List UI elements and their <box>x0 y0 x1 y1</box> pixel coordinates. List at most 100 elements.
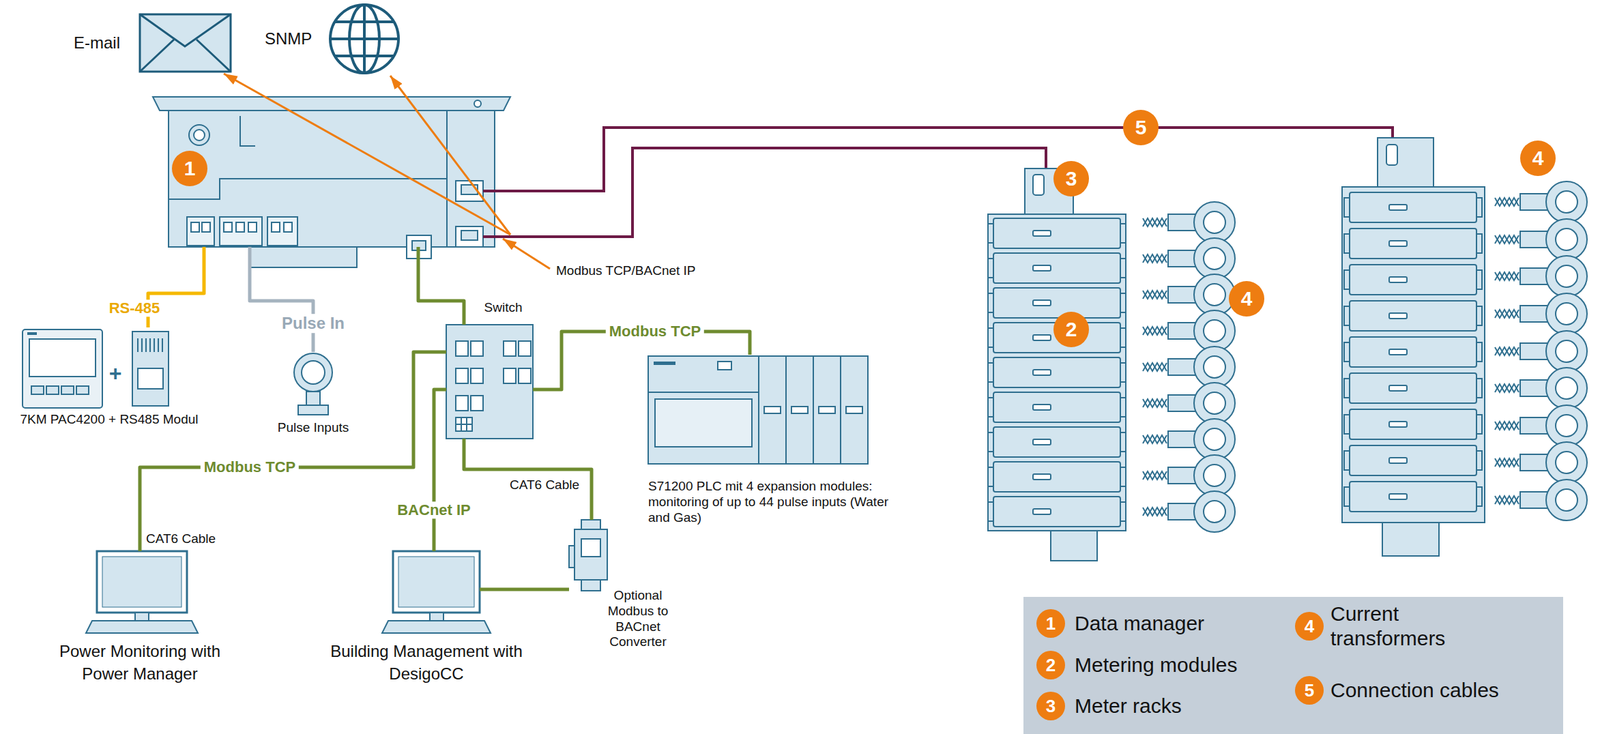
meter-rack <box>987 392 1126 423</box>
meter-rack <box>1344 409 1482 440</box>
pc-building-management <box>429 612 444 621</box>
plc <box>648 391 759 394</box>
connector-label: Modbus TCP <box>605 322 705 340</box>
plc <box>846 406 863 414</box>
current-transformers <box>1494 181 1588 521</box>
device-caption: S71200 PLC mit 4 expansion modules: moni… <box>648 478 894 526</box>
meter-rack <box>1344 481 1482 512</box>
network-switch <box>446 324 533 439</box>
pc-building-management <box>393 551 480 613</box>
legend-text: Current transformers <box>1330 601 1467 651</box>
meter-rack <box>1344 337 1482 368</box>
meter-rack <box>987 253 1126 284</box>
current-transformers <box>1494 442 1588 484</box>
meter-rack <box>987 214 1126 531</box>
meter-rack <box>987 168 1126 561</box>
leader-arrow <box>502 238 550 269</box>
pac4200-meter <box>27 332 37 336</box>
plc <box>648 356 868 464</box>
current-transformers <box>1494 293 1588 335</box>
meter-rack <box>1033 174 1044 196</box>
data-manager-housing <box>271 222 280 232</box>
meter-rack <box>1344 192 1482 223</box>
pulse-meter <box>294 353 333 392</box>
globe-icon <box>330 4 399 74</box>
plc <box>764 406 781 414</box>
pc-building-management <box>382 620 491 634</box>
callout-number: 2 <box>1053 311 1089 348</box>
data-manager-housing <box>267 216 298 246</box>
current-transformers <box>1494 219 1588 260</box>
plc <box>717 361 732 370</box>
pulse-meter <box>298 405 329 415</box>
connector <box>433 389 447 552</box>
connector <box>418 246 464 325</box>
pac4200-device: 7KM PAC4200 + RS485 Modul <box>20 327 172 410</box>
data-manager-housing <box>188 124 210 146</box>
data-manager-housing <box>236 222 245 232</box>
connector <box>532 331 750 390</box>
legend-text: Connection cables <box>1330 678 1500 703</box>
network-switch <box>455 368 469 384</box>
rs485-module <box>132 331 169 406</box>
network-switch <box>470 395 484 411</box>
plc <box>786 356 814 464</box>
pc-building-management <box>382 551 491 634</box>
meter-rack <box>1344 228 1482 259</box>
pc-power-monitoring <box>85 551 198 634</box>
current-transformers <box>1494 181 1588 223</box>
data-manager-housing <box>240 115 256 147</box>
current-transformers <box>1142 346 1235 388</box>
meter-rack <box>1342 186 1485 523</box>
meter-rack <box>1344 373 1482 404</box>
data-manager-housing <box>283 222 293 232</box>
icon-label: E-mail <box>73 33 132 54</box>
current-transformers <box>1142 201 1235 533</box>
network-switch <box>455 395 469 411</box>
connector <box>479 588 570 592</box>
connector-label: Modbus TCP <box>200 458 299 476</box>
meter-rack <box>987 287 1126 318</box>
network-switch <box>455 341 469 357</box>
legend-text: Metering modules <box>1074 652 1238 678</box>
bacnet-converter <box>581 539 601 557</box>
network-switch <box>470 341 484 357</box>
callout-number: 4 <box>1228 281 1265 317</box>
connector <box>223 73 511 235</box>
pac4200-meter <box>31 386 44 395</box>
data-manager-housing <box>223 222 232 232</box>
data-manager-housing <box>455 180 484 202</box>
data-manager-housing <box>249 244 357 268</box>
pac4200-meter <box>22 329 103 409</box>
cable-label: CAT6 Cable <box>146 531 216 548</box>
data-manager-housing <box>446 110 495 247</box>
connection-cables <box>483 127 1393 237</box>
data-manager-housing <box>186 216 215 246</box>
meter-rack <box>1382 521 1439 557</box>
meter-rack <box>1344 264 1482 295</box>
meter-rack <box>987 427 1126 458</box>
building-management-pc: Building Management with DesigoCC <box>393 551 480 635</box>
network-switch <box>470 368 484 384</box>
legend-text: Data manager <box>1074 611 1205 636</box>
data-manager-housing <box>248 222 257 232</box>
plc <box>791 406 808 414</box>
network-switch <box>518 368 531 384</box>
plc <box>840 356 868 464</box>
callout-number: 4 <box>1520 140 1556 177</box>
meter-rack <box>987 496 1126 527</box>
plc <box>655 399 752 447</box>
connector-label: RS-485 <box>105 299 164 317</box>
current-transformers <box>1142 310 1235 352</box>
pac4200-meter <box>22 329 103 409</box>
pc-power-monitoring <box>135 612 149 621</box>
connector <box>390 75 511 235</box>
bacnet-converter: Optional Modbus to BACnet Converter <box>569 519 613 594</box>
data-manager-housing <box>474 100 482 108</box>
data-manager-housing <box>168 102 495 247</box>
current-transformers <box>1142 491 1235 533</box>
meter-rack <box>1050 529 1098 561</box>
legend-number: 3 <box>1036 691 1066 721</box>
network-switch <box>518 341 531 357</box>
